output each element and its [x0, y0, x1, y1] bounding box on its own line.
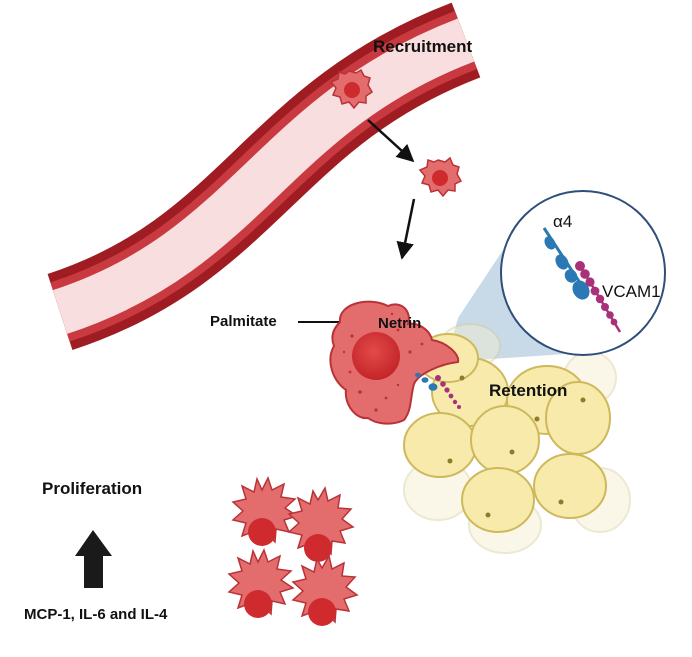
netrin-macrophage — [329, 300, 461, 425]
label-recruitment: Recruitment — [373, 37, 473, 56]
label-alpha4: α4 — [553, 212, 573, 231]
contact-integrin — [415, 372, 461, 409]
macrophage-4 — [291, 553, 359, 626]
zoom-inset — [500, 190, 666, 356]
label-retention: Retention — [489, 381, 568, 400]
label-palmitate: Palmitate — [210, 313, 277, 330]
label-vcam1: VCAM1 — [602, 282, 661, 301]
up-arrow-icon — [75, 530, 112, 588]
monocyte-in-vessel — [329, 68, 373, 110]
arrow-to-tissue — [396, 198, 416, 260]
label-proliferation: Proliferation — [42, 479, 143, 498]
macrophage-2 — [287, 485, 355, 562]
label-netrin: Netrin — [378, 315, 422, 332]
macrophage-3 — [227, 548, 295, 618]
blood-vessel — [47, 2, 481, 351]
migrating-monocyte — [418, 156, 463, 198]
macrophage-1 — [231, 476, 299, 546]
arrow-to-migrating-cell — [367, 119, 415, 163]
label-cytokines: MCP-1, IL-6 and IL-4 — [24, 606, 168, 623]
adipocyte-cluster — [403, 323, 631, 554]
proliferating-macrophages — [227, 476, 359, 626]
